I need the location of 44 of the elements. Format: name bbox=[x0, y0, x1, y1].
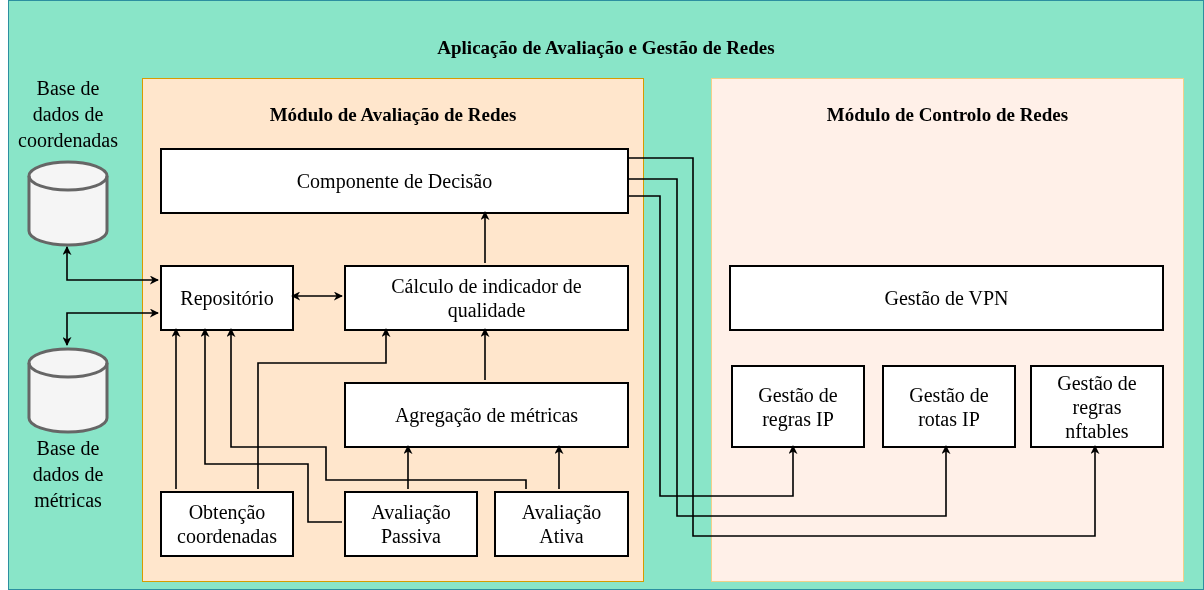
arrow bbox=[226, 328, 527, 490]
arrow bbox=[480, 211, 490, 264]
process-box bbox=[1030, 365, 1164, 448]
node-label: Módulo de Avaliação de Redes bbox=[269, 103, 517, 127]
process-box bbox=[344, 382, 629, 448]
process-box bbox=[494, 491, 629, 557]
node-label: Avaliação Ativa bbox=[520, 500, 603, 548]
arrow bbox=[626, 195, 798, 497]
node-label: Base de dados de coordenadas bbox=[18, 77, 118, 151]
node-label: Aplicação de Avaliação e Gestão de Redes bbox=[437, 36, 775, 60]
arrow bbox=[62, 308, 159, 346]
arrow bbox=[403, 445, 413, 490]
process-box bbox=[344, 265, 629, 331]
module-panel bbox=[142, 78, 644, 582]
process-box bbox=[160, 491, 294, 557]
application-container bbox=[8, 0, 1204, 590]
arrow bbox=[291, 291, 343, 301]
arrow bbox=[626, 178, 951, 517]
arrow bbox=[554, 445, 564, 490]
node-label: Obtenção coordenadas bbox=[176, 500, 278, 548]
arrow bbox=[257, 328, 391, 490]
node-label: Gestão de regras nftables bbox=[1056, 370, 1138, 443]
arrow bbox=[480, 328, 490, 381]
node-label: Cálculo de indicador de qualidade bbox=[390, 274, 583, 322]
arrow bbox=[171, 328, 181, 490]
process-box bbox=[160, 265, 294, 331]
node-label: Componente de Decisão bbox=[296, 169, 493, 193]
node-label: Módulo de Controlo de Redes bbox=[826, 103, 1069, 127]
process-box bbox=[160, 148, 629, 214]
node-label: Base de dados de métricas bbox=[32, 437, 104, 511]
arrow bbox=[200, 328, 343, 523]
process-box bbox=[731, 365, 865, 448]
process-box bbox=[344, 491, 478, 557]
node-label: Avaliação Passiva bbox=[370, 500, 452, 548]
node-label: Gestão de rotas IP bbox=[908, 382, 990, 431]
node-label: Gestão de regras IP bbox=[757, 382, 839, 431]
node-label: Gestão de VPN bbox=[884, 286, 1009, 310]
process-box bbox=[729, 265, 1164, 331]
arrow bbox=[62, 246, 159, 285]
node-label: Agregação de métricas bbox=[394, 403, 579, 427]
process-box bbox=[882, 365, 1016, 448]
module-panel bbox=[711, 78, 1184, 582]
arrow bbox=[626, 157, 1100, 537]
node-label: Repositório bbox=[180, 286, 274, 310]
